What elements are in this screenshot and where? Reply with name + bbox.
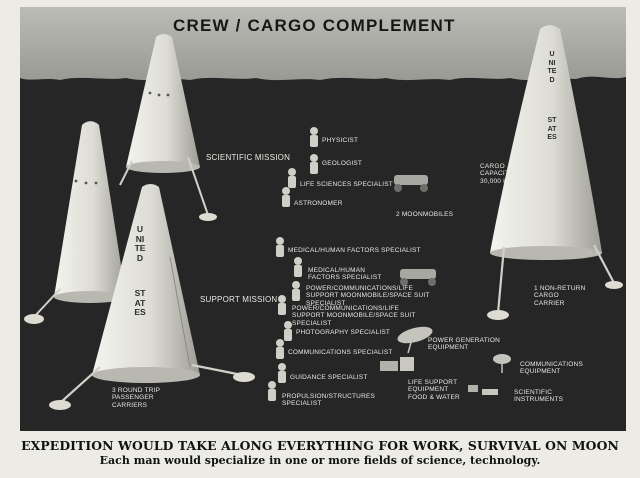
support-mission-label: SUPPORT MISSION — [200, 295, 277, 304]
astronaut-communications — [276, 339, 284, 359]
astronaut-life-sciences — [288, 168, 296, 188]
illustration-title: CREW / CARGO COMPLEMENT — [173, 16, 456, 36]
caption-headline: EXPEDITION WOULD TAKE ALONG EVERYTHING F… — [0, 438, 640, 453]
astronaut-astronomer — [282, 187, 290, 207]
astronaut-medical-1 — [276, 237, 284, 257]
power-comm-specialist-2-label: POWER/COMMUNICATIONS/LIFE SUPPORT MOONMO… — [292, 305, 422, 327]
passenger-carrier-marking-united: UNITED — [134, 225, 146, 263]
cargo-carrier-marking-united: UNITED — [547, 51, 557, 85]
cargo-capacity-label: CARGO CAPACITY 30,000 LB — [480, 163, 524, 185]
scientific-instruments-set — [468, 385, 498, 395]
astronomer-label: ASTRONOMER — [294, 200, 343, 207]
life-support-label: LIFE SUPPORT EQUIPMENT FOOD & WATER — [408, 379, 466, 401]
astronaut-propulsion — [268, 381, 276, 401]
communications-equipment-label: COMMUNICATIONS EQUIPMENT — [520, 361, 580, 376]
caption-subhead: Each man would specialize in one or more… — [0, 454, 640, 467]
astronaut-photography — [284, 321, 292, 341]
life-support-crates — [380, 357, 414, 371]
astronaut-power-comm — [292, 281, 300, 301]
astronaut-medical-2 — [294, 257, 302, 277]
photography-label: PHOTOGRAPHY SPECIALIST — [296, 329, 390, 336]
moonmobile-vehicle-2 — [400, 269, 436, 286]
geologist-label: GEOLOGIST — [322, 160, 362, 167]
guidance-label: GUIDANCE SPECIALIST — [290, 374, 367, 381]
scientific-instruments-label: SCIENTIFIC INSTRUMENTS — [514, 389, 564, 404]
communications-equipment-dish — [493, 354, 511, 373]
medical-specialist-1-label: MEDICAL/HUMAN FACTORS SPECIALIST — [288, 247, 421, 254]
passenger-carrier-marking-states: STATES — [134, 289, 146, 318]
moonmobile-vehicle-1 — [394, 175, 428, 192]
scientific-mission-label: SCIENTIFIC MISSION — [206, 153, 290, 162]
power-generation-label: POWER GENERATION EQUIPMENT — [428, 337, 502, 352]
astronaut-geologist — [310, 154, 318, 174]
astronaut-figures — [268, 127, 318, 401]
life-sciences-label: LIFE SCIENCES SPECIALIST — [300, 181, 393, 188]
communications-specialist-label: COMMUNICATIONS SPECIALIST — [288, 349, 393, 356]
moonmobiles-label: 2 MOONMOBILES — [396, 211, 453, 218]
passenger-carriers-label: 3 ROUND TRIP PASSENGER CARRIERS — [112, 387, 190, 409]
cargo-carrier-marking-states: STATES — [547, 117, 557, 143]
propulsion-label: PROPULSION/STRUCTURES SPECIALIST — [282, 393, 368, 408]
illustration-plate: CREW / CARGO COMPLEMENT SCIENTIFIC MISSI… — [20, 7, 626, 431]
astronaut-guidance — [278, 363, 286, 383]
medical-specialist-2-label: MEDICAL/HUMAN FACTORS SPECIALIST — [308, 267, 392, 282]
astronaut-power-comm-2 — [278, 295, 286, 315]
physicist-label: PHYSICIST — [322, 137, 358, 144]
astronaut-physicist — [310, 127, 318, 147]
cargo-carrier-label: 1 NON-RETURN CARGO CARRIER — [534, 285, 590, 307]
